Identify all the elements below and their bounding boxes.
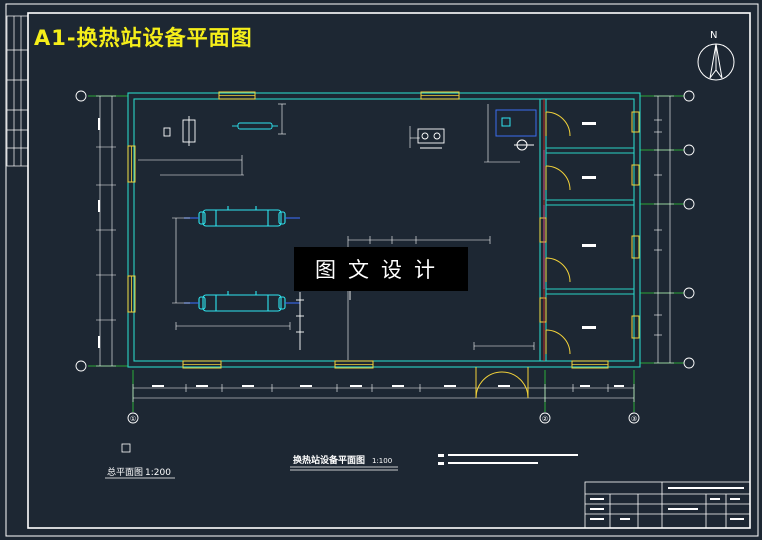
right-dimension-chain xyxy=(654,95,674,364)
axis-label-3: ③ xyxy=(631,415,637,423)
binding-strip xyxy=(6,15,29,167)
bottom-dimension-chain xyxy=(132,384,635,402)
equipment-dimensions xyxy=(138,103,535,360)
site-plan-block xyxy=(105,443,175,479)
sheet-title: A1-换热站设备平面图 xyxy=(34,26,253,50)
north-label: N xyxy=(710,30,718,41)
plan-title: 换热站设备平面图 xyxy=(293,454,365,466)
inner-frame xyxy=(27,12,751,529)
equipment-top-left xyxy=(163,116,278,146)
plan-title-underline xyxy=(290,466,398,471)
windows xyxy=(127,91,640,369)
plan-scale: 1:100 xyxy=(372,457,392,465)
dimension-tick-text xyxy=(98,118,624,387)
title-block-text xyxy=(590,487,744,520)
title-block xyxy=(584,481,751,529)
equipment-top-right xyxy=(495,109,537,151)
axis-bubbles xyxy=(75,90,695,424)
site-plan-title: 总平面图 xyxy=(107,466,143,478)
equipment-top-center xyxy=(417,128,445,149)
left-dimension-chain xyxy=(96,95,116,367)
north-arrow xyxy=(697,43,735,81)
doors xyxy=(475,111,571,399)
heat-exchanger-lower xyxy=(184,291,300,312)
axis-label-2: ② xyxy=(542,415,548,423)
site-plan-scale: 1:200 xyxy=(145,468,171,478)
axis-label-1: ① xyxy=(130,415,136,423)
heat-exchanger-upper xyxy=(184,206,300,227)
outer-frame xyxy=(5,3,759,537)
room-labels xyxy=(582,122,596,329)
notes-block xyxy=(438,454,578,465)
watermark-label: 图文设计 xyxy=(294,247,468,291)
